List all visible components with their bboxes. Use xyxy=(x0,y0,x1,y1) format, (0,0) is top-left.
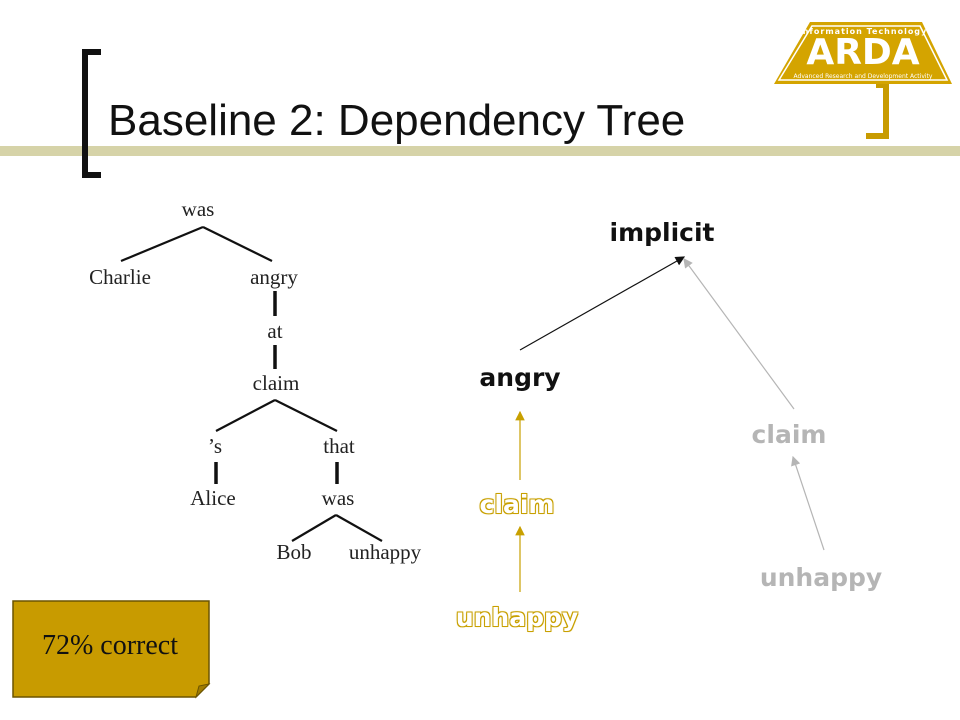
edge-claim-poss xyxy=(215,399,276,432)
edge-was-bob xyxy=(291,514,337,542)
note-text: 72% correct xyxy=(41,630,179,661)
tree-node-at: at xyxy=(267,319,283,343)
tree-node-alice: Alice xyxy=(190,486,236,510)
left-bracket xyxy=(82,49,101,178)
arrow-unhappy-claim-right xyxy=(791,455,825,551)
arda-logo: Information Technology ARDA Advanced Res… xyxy=(772,18,954,88)
logo-shape xyxy=(774,22,952,84)
arrow-claim-implicit xyxy=(683,258,795,410)
dep-node-claim-right: claim xyxy=(751,420,827,449)
edge-claim-that xyxy=(274,399,338,432)
logo-main-text: ARDA xyxy=(806,32,920,73)
slide-title: Baseline 2: Dependency Tree xyxy=(108,96,686,145)
note-box xyxy=(12,600,211,699)
horizontal-stripe xyxy=(0,146,960,156)
tree-node-claim: claim xyxy=(252,371,300,395)
dep-node-implicit: implicit xyxy=(609,218,715,247)
edge-was-angry xyxy=(202,226,273,262)
edge-was-charlie xyxy=(120,225,204,263)
tree-node-that: that xyxy=(323,434,355,458)
logo-top-text: Information Technology xyxy=(798,27,928,36)
edge-was-unhappy xyxy=(335,514,383,542)
tree-node-was-top: was xyxy=(181,197,215,221)
tree-node-charlie: Charlie xyxy=(89,265,151,289)
logo-bottom-text: Advanced Research and Development Activi… xyxy=(793,73,933,80)
dep-node-unhappy-right: unhappy xyxy=(759,563,883,592)
arrow-angry-implicit xyxy=(519,256,686,351)
tree-node-bob: Bob xyxy=(276,540,312,564)
right-bracket xyxy=(866,82,889,139)
dep-node-claim-left: claim xyxy=(479,490,555,519)
tree-node-angry: angry xyxy=(250,265,298,289)
tree-node-unhappy: unhappy xyxy=(348,540,422,564)
tree-node-was-low: was xyxy=(321,486,355,510)
dep-node-angry: angry xyxy=(479,363,561,392)
dep-node-unhappy-left: unhappy xyxy=(455,603,579,632)
tree-node-poss: ’s xyxy=(207,434,223,458)
